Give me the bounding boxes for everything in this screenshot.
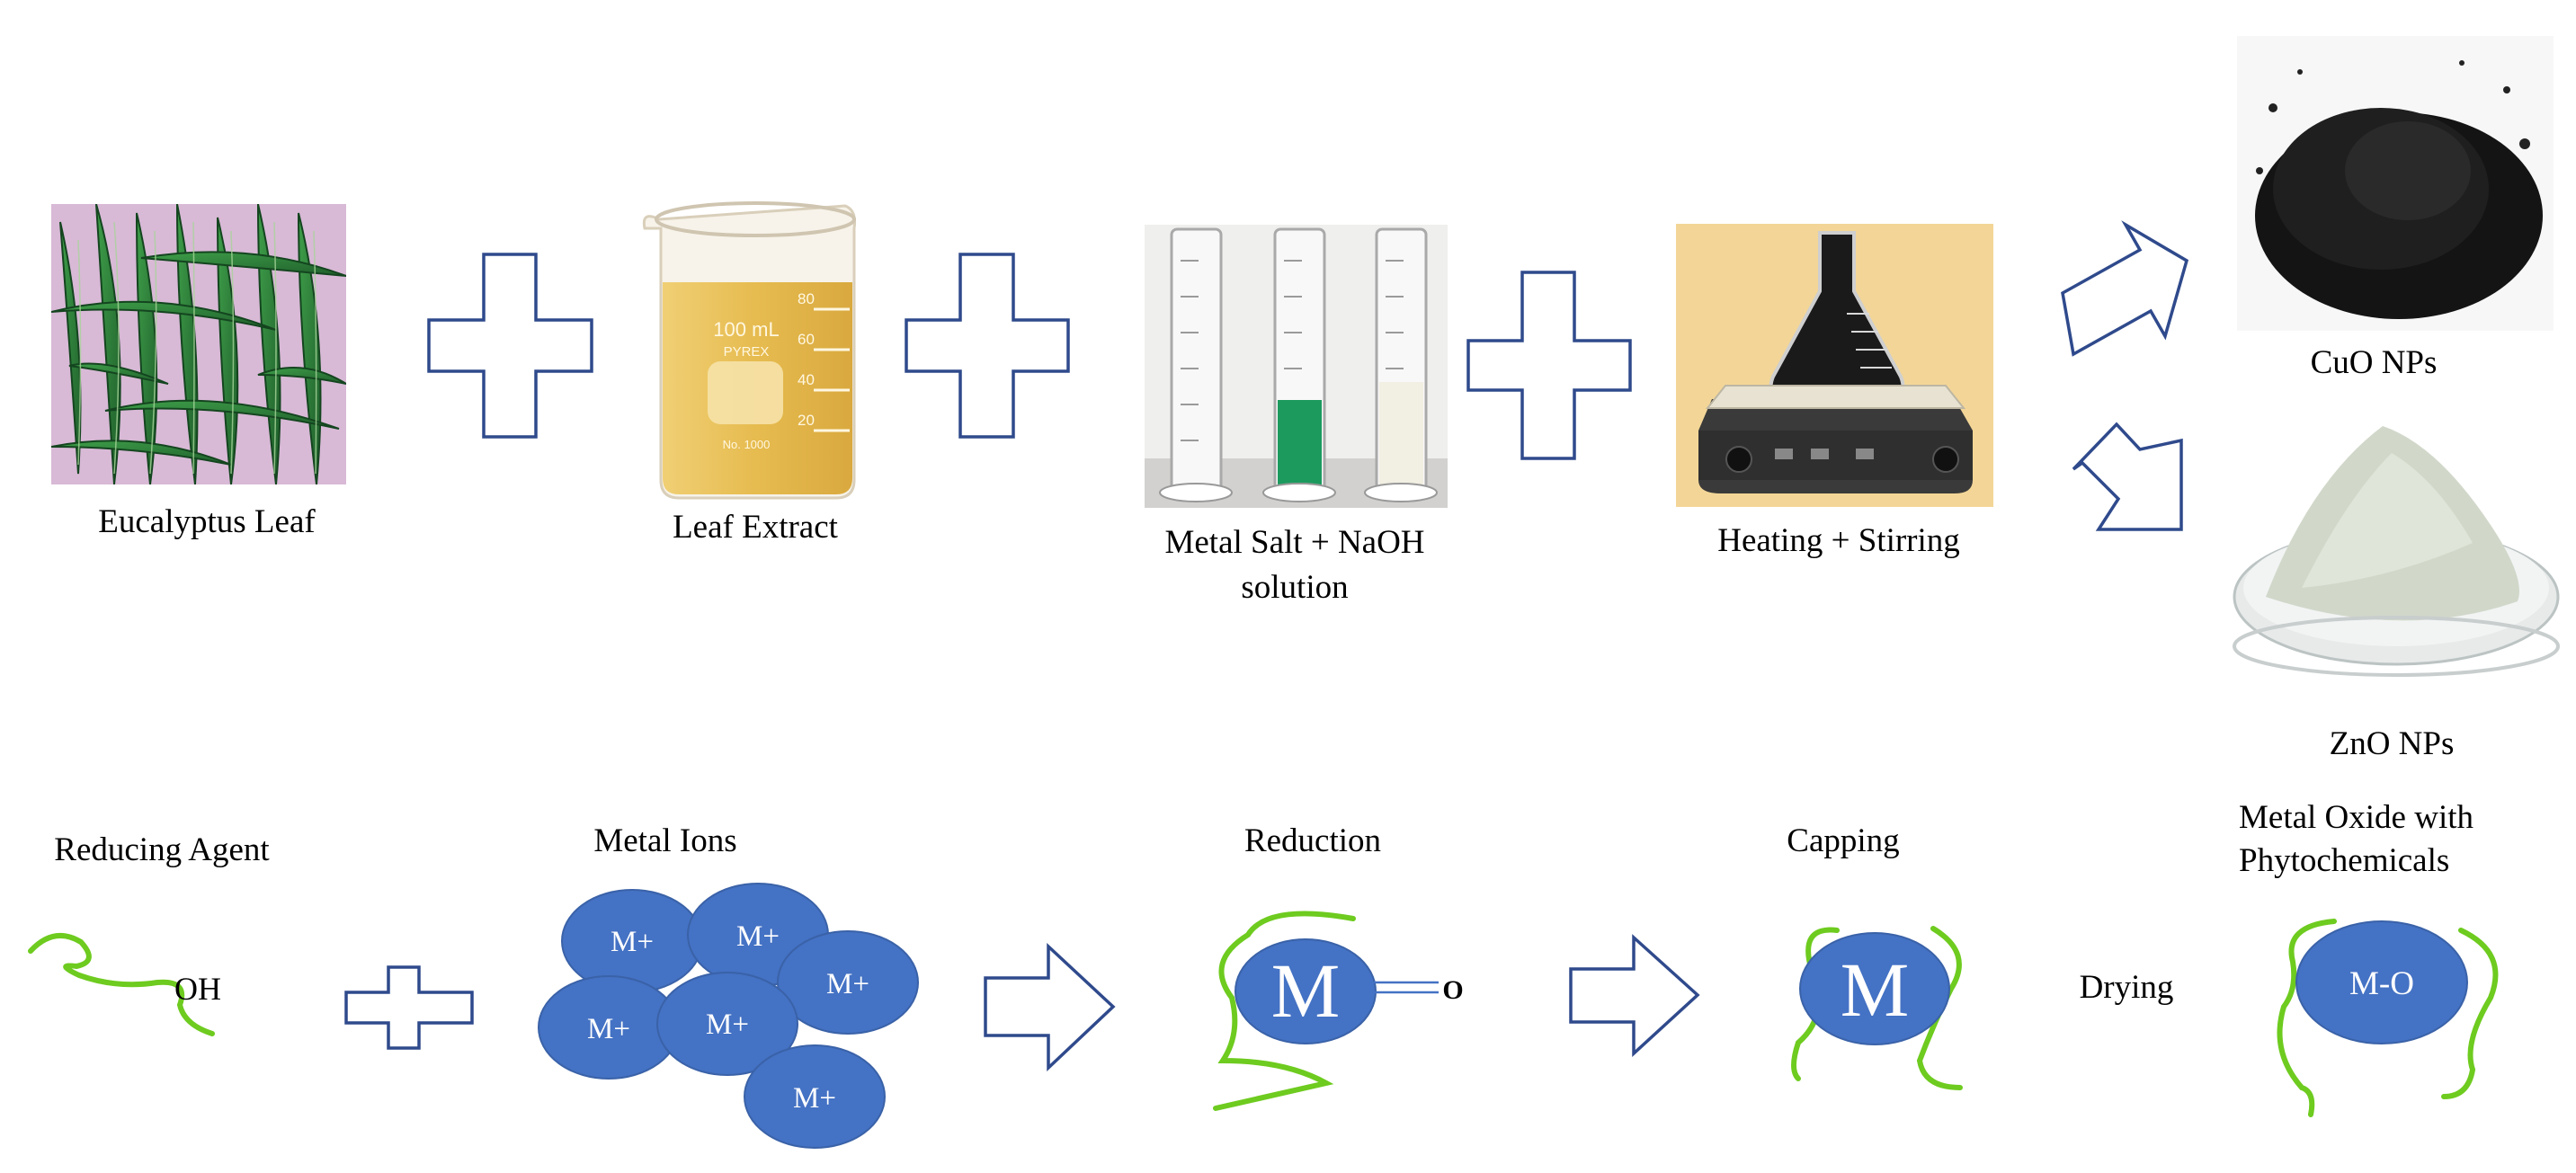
beaker-image: 100 mL PYREX No. 1000 80 60 40 20 (634, 192, 877, 502)
drying-label: Drying (2079, 969, 2174, 1006)
reduction-chain (1213, 911, 1356, 1111)
metal-ions-cluster (538, 883, 919, 1149)
arrow-icon-capping (1569, 934, 1700, 1057)
oxide-chain-right (2441, 928, 2499, 1099)
plus-icon-3 (1466, 271, 1632, 460)
beaker-tick-60: 60 (798, 331, 815, 348)
hydroxyl-label: OH (174, 971, 221, 1007)
arrow-icon-to-zno (2072, 422, 2183, 531)
beaker-tick-40: 40 (798, 371, 815, 388)
oxide-label-line2: Phytochemicals (2239, 842, 2450, 879)
eucalyptus-label: Eucalyptus Leaf (98, 503, 316, 540)
reducing-agent-chain (28, 933, 215, 1036)
plus-icon-4 (344, 965, 474, 1050)
beaker-brand-text: PYREX (724, 344, 770, 360)
metal-ion-label-2: M+ (736, 920, 780, 953)
metal-salt-label-line2: solution (1241, 569, 1349, 606)
metal-ion-label-4: M+ (587, 1013, 630, 1045)
beaker-tick-80: 80 (798, 290, 815, 307)
oxide-chain-left (2277, 919, 2337, 1117)
oxide-label-line1: Metal Oxide with (2239, 799, 2474, 836)
plus-icon-2 (905, 253, 1070, 439)
beaker-model-text: No. 1000 (723, 438, 771, 451)
metal-ion-label-6: M+ (793, 1082, 836, 1115)
cuo-powder-image (2237, 36, 2554, 331)
beaker-tick-20: 20 (798, 412, 815, 429)
eucalyptus-leaf-image (51, 204, 346, 484)
zno-powder-image (2230, 408, 2563, 678)
metal-salt-label-line1: Metal Salt + NaOH (1164, 524, 1425, 561)
plus-icon-1 (427, 253, 593, 439)
capping-label: Capping (1787, 822, 1900, 859)
metal-ion-3 (777, 930, 919, 1035)
metal-ions-label: Metal Ions (593, 822, 737, 859)
arrow-icon-reduction (984, 942, 1116, 1072)
arrow-icon-to-cuo (2061, 220, 2189, 357)
heating-label: Heating + Stirring (1717, 522, 1960, 559)
extract-label: Leaf Extract (673, 509, 838, 546)
metal-ion-label-5: M+ (706, 1009, 749, 1041)
metal-label-capping: M (1841, 946, 1909, 1033)
metal-label-reduction: M (1271, 947, 1340, 1034)
oxygen-label: O (1442, 975, 1463, 1005)
metal-ion-label-3: M+ (826, 968, 869, 1000)
reduction-label: Reduction (1243, 822, 1382, 859)
metal-ion-6 (744, 1044, 886, 1149)
metal-oxide-label: M-O (2349, 965, 2414, 1002)
zno-label: ZnO NPs (2329, 725, 2455, 762)
cuo-label: CuO NPs (2310, 344, 2438, 381)
hotplate-image (1676, 224, 1993, 507)
beaker-volume-text: 100 mL (713, 318, 779, 341)
metal-ion-5 (656, 972, 798, 1076)
metal-sphere-capping (1799, 932, 1950, 1045)
reducing-agent-label: Reducing Agent (54, 831, 270, 868)
metal-oxide-sphere (2295, 920, 2468, 1044)
metal-ion-label-1: M+ (611, 926, 654, 958)
cylinders-image (1145, 225, 1448, 508)
